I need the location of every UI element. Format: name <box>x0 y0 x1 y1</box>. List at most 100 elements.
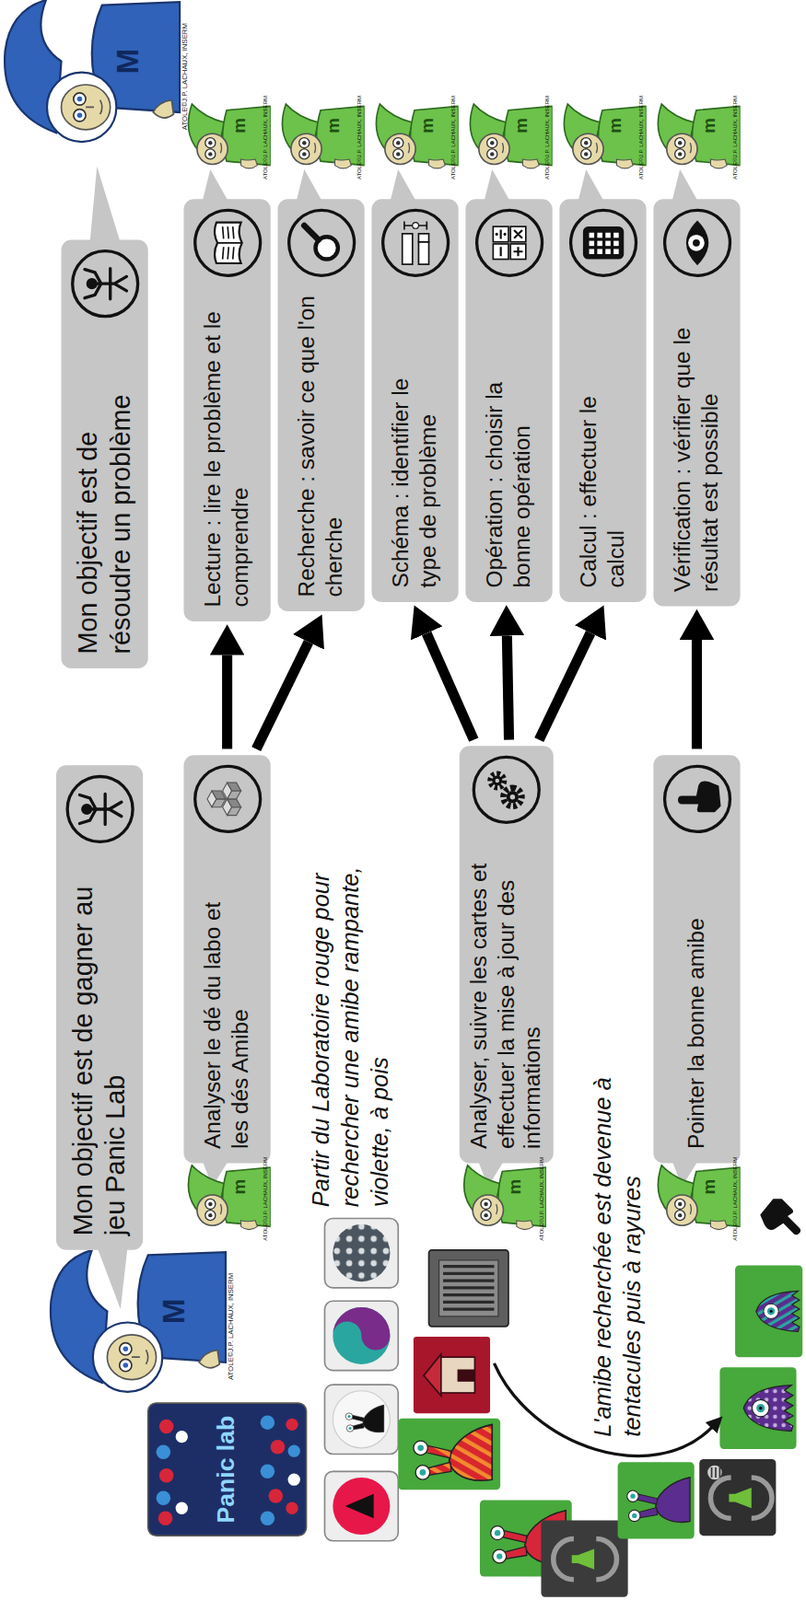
game-box <box>175 1503 188 1516</box>
game-card <box>443 1267 494 1311</box>
game-box <box>159 1420 175 1436</box>
flow-arrow <box>691 640 702 750</box>
step-icon <box>401 233 412 265</box>
step-icon <box>226 799 241 808</box>
step-icon <box>411 222 419 230</box>
speech-tail <box>90 166 121 244</box>
game-box-title: Panic lab <box>210 1403 241 1537</box>
game-card <box>756 1291 800 1332</box>
die <box>332 1391 390 1449</box>
copyright-note: ATOLE©J.P. LACHAUX, INSERM <box>733 95 739 180</box>
step-icon <box>79 794 121 825</box>
game-card <box>572 1550 595 1571</box>
game-step-box: Analyser le dé du labo et les dés Amibe <box>184 755 271 1164</box>
step-icon <box>605 248 611 255</box>
goal-bubble: Mon objectif est de résoudre un problème <box>61 240 149 670</box>
step-icon <box>502 233 506 236</box>
speech-tail <box>295 169 323 202</box>
problem-step-box: Lecture : lire le problème et le compren… <box>184 198 271 622</box>
logo-letter: m <box>512 112 530 140</box>
game-card <box>540 1521 628 1599</box>
game-step-box: Analyser, suivre les cartes et effectuer… <box>459 746 554 1164</box>
pointing-hand <box>755 1194 806 1248</box>
game-step-box: Pointer la bonne amibe <box>653 755 740 1164</box>
step-icon <box>490 773 505 789</box>
step-icon <box>567 207 640 280</box>
step-icon <box>510 794 516 801</box>
character <box>657 104 740 169</box>
step-icon <box>661 207 734 280</box>
speech-tail <box>483 169 511 202</box>
logo-letter: m <box>418 112 436 140</box>
step-icon <box>596 248 603 255</box>
die <box>332 1478 390 1536</box>
step-icon <box>664 210 730 276</box>
logo-letter: m <box>324 112 342 140</box>
game-card <box>413 1337 491 1414</box>
character <box>657 1166 740 1231</box>
game-card <box>710 1478 731 1519</box>
game-card <box>439 1261 499 1318</box>
game-box <box>288 1474 301 1487</box>
text-column: Lecture : lire le problème et le compren… <box>199 291 255 608</box>
character <box>187 104 270 169</box>
character <box>4 0 180 142</box>
game-box <box>288 1446 301 1459</box>
step-icon <box>83 268 126 300</box>
game-card <box>618 1462 695 1540</box>
step-icon <box>217 226 243 259</box>
copyright-note: ATOLE©J.P. LACHAUX, INSERM <box>263 1157 269 1242</box>
step-icon <box>596 233 603 239</box>
step-icon <box>661 763 734 836</box>
logo-letter: m <box>506 1174 525 1202</box>
step-icon <box>470 754 543 827</box>
box-text: Lecture : lire le problème et le compren… <box>199 291 255 608</box>
die <box>324 1385 398 1455</box>
step-icon <box>221 799 241 817</box>
speech-tail <box>96 1247 128 1310</box>
copyright-note: ATOLE©J.P. LACHAUX, INSERM <box>733 1157 739 1242</box>
game-box <box>285 1419 298 1432</box>
copyright-note: ATOLE©J.P. LACHAUX, INSERM <box>226 1250 234 1404</box>
game-box <box>156 1446 172 1461</box>
step-icon <box>691 239 700 247</box>
text-column: Opération : choisir la bonne opération <box>481 368 537 588</box>
game-box <box>159 1469 175 1484</box>
game-card <box>707 1466 723 1482</box>
logo-letter: m <box>606 112 624 140</box>
problem-step-box: Vérification : vérifier que le résultat … <box>653 198 740 607</box>
step-icon <box>303 225 319 241</box>
logo-letter: M <box>112 30 143 93</box>
box-text: Analyser, suivre les cartes et effectuer… <box>465 838 548 1150</box>
character <box>187 1166 270 1231</box>
character <box>469 104 552 169</box>
problem-step-box: Opération : choisir la bonne opération <box>465 198 552 603</box>
box-text: Pointer la bonne amibe <box>683 853 712 1150</box>
step-icon <box>226 782 241 792</box>
pointing-hand <box>755 1194 806 1248</box>
step-icon <box>71 251 138 317</box>
die <box>345 1405 384 1434</box>
game-box <box>260 1512 276 1528</box>
step-icon <box>67 777 133 843</box>
step-icon <box>81 806 91 815</box>
game-box <box>148 1403 307 1537</box>
step-icon <box>506 791 519 804</box>
step-icon <box>473 207 546 280</box>
game-box <box>148 1403 307 1537</box>
step-icon <box>213 222 242 264</box>
box-text: Schéma : identifier le type de problème <box>387 353 443 589</box>
box-text: Opération : choisir la bonne opération <box>481 368 537 588</box>
step-icon <box>63 773 136 846</box>
flow-arrow <box>506 636 509 741</box>
text-column: Analyser le dé du labo et les dés Amibe <box>199 888 255 1150</box>
logo-letter: m <box>230 1174 248 1202</box>
step-icon <box>191 207 264 280</box>
game-box <box>260 1465 276 1481</box>
step-icon <box>194 210 260 276</box>
step-icon <box>83 268 126 300</box>
game-card <box>413 1425 492 1482</box>
copyright-note: ATOLE©J.P. LACHAUX, INSERM <box>538 1157 545 1242</box>
step-icon <box>79 794 121 825</box>
